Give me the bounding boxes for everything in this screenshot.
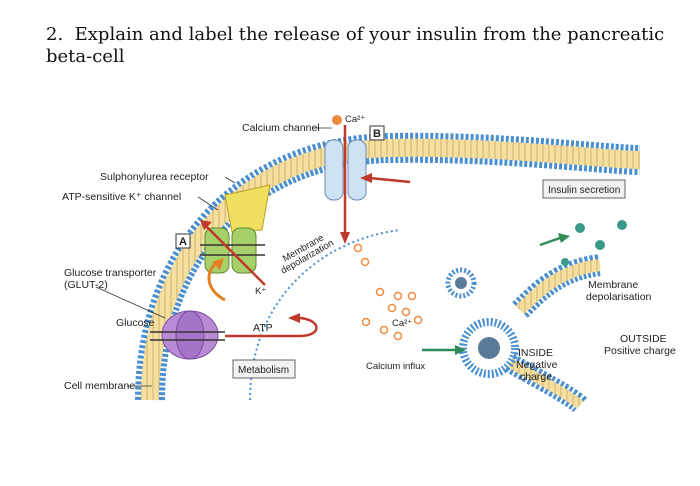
box-b-label: B: [373, 128, 381, 140]
inside-charge-label: charge: [520, 371, 552, 383]
membrane-depolarisation-label-1: Membrane: [588, 279, 638, 291]
glucose-transporter-label-1: Glucose transporter: [64, 267, 157, 279]
atp-sensitive-k-channel: [200, 184, 271, 286]
glut2-transporter: [150, 310, 225, 360]
question-body: Explain and label the release of your in…: [46, 24, 665, 67]
secretion-arrow: [539, 236, 561, 247]
calcium-ions-inside: [353, 243, 423, 341]
k-plus-label: K⁺: [255, 286, 266, 297]
glucose-transporter-label-2: (GLUT-2): [64, 279, 108, 291]
insulin-vesicle-small: [445, 267, 477, 299]
inside-label: INSIDE: [518, 347, 553, 359]
metabolism-arrow: [225, 316, 318, 338]
cell-membrane-label: Cell membrane: [64, 380, 135, 392]
outside-label: OUTSIDE: [620, 333, 667, 345]
question-number: 2.: [46, 24, 64, 45]
outside-charge-label: Positive charge: [604, 345, 676, 357]
calcium-channel-label: Calcium channel: [242, 122, 320, 134]
inside-negative-label: Negative: [516, 359, 558, 371]
calcium-ion-top: [332, 115, 342, 125]
sulphonylurea-receptor-label: Sulphonylurea receptor: [100, 171, 209, 183]
depol-to-ca-arrow: [369, 176, 411, 184]
calcium-channel: [324, 125, 367, 244]
box-a: [175, 233, 191, 249]
question-text: 2. Explain and label the release of your…: [46, 24, 666, 68]
insulin-granules: [561, 220, 627, 266]
insulin-secretion-box: [542, 179, 626, 199]
calcium-influx-label: Calcium influx: [366, 361, 425, 372]
metabolism-box: [232, 359, 296, 379]
metabolism-label: Metabolism: [238, 365, 289, 376]
glucose-label: Glucose: [116, 317, 155, 329]
box-a-label: A: [179, 236, 187, 248]
membrane-depolarisation-label-2: depolarisation: [586, 291, 652, 303]
insulin-vesicle-large: [459, 318, 519, 378]
calcium-ion-inside-label: Ca²⁺: [392, 318, 412, 329]
box-b: [369, 125, 385, 141]
atp-label: ATP: [253, 322, 273, 334]
atp-k-channel-label: ATP-sensitive K⁺ channel: [62, 191, 181, 203]
calcium-ion-top-label: Ca²⁺: [345, 114, 365, 125]
insulin-secretion-label: Insulin secretion: [548, 185, 620, 196]
